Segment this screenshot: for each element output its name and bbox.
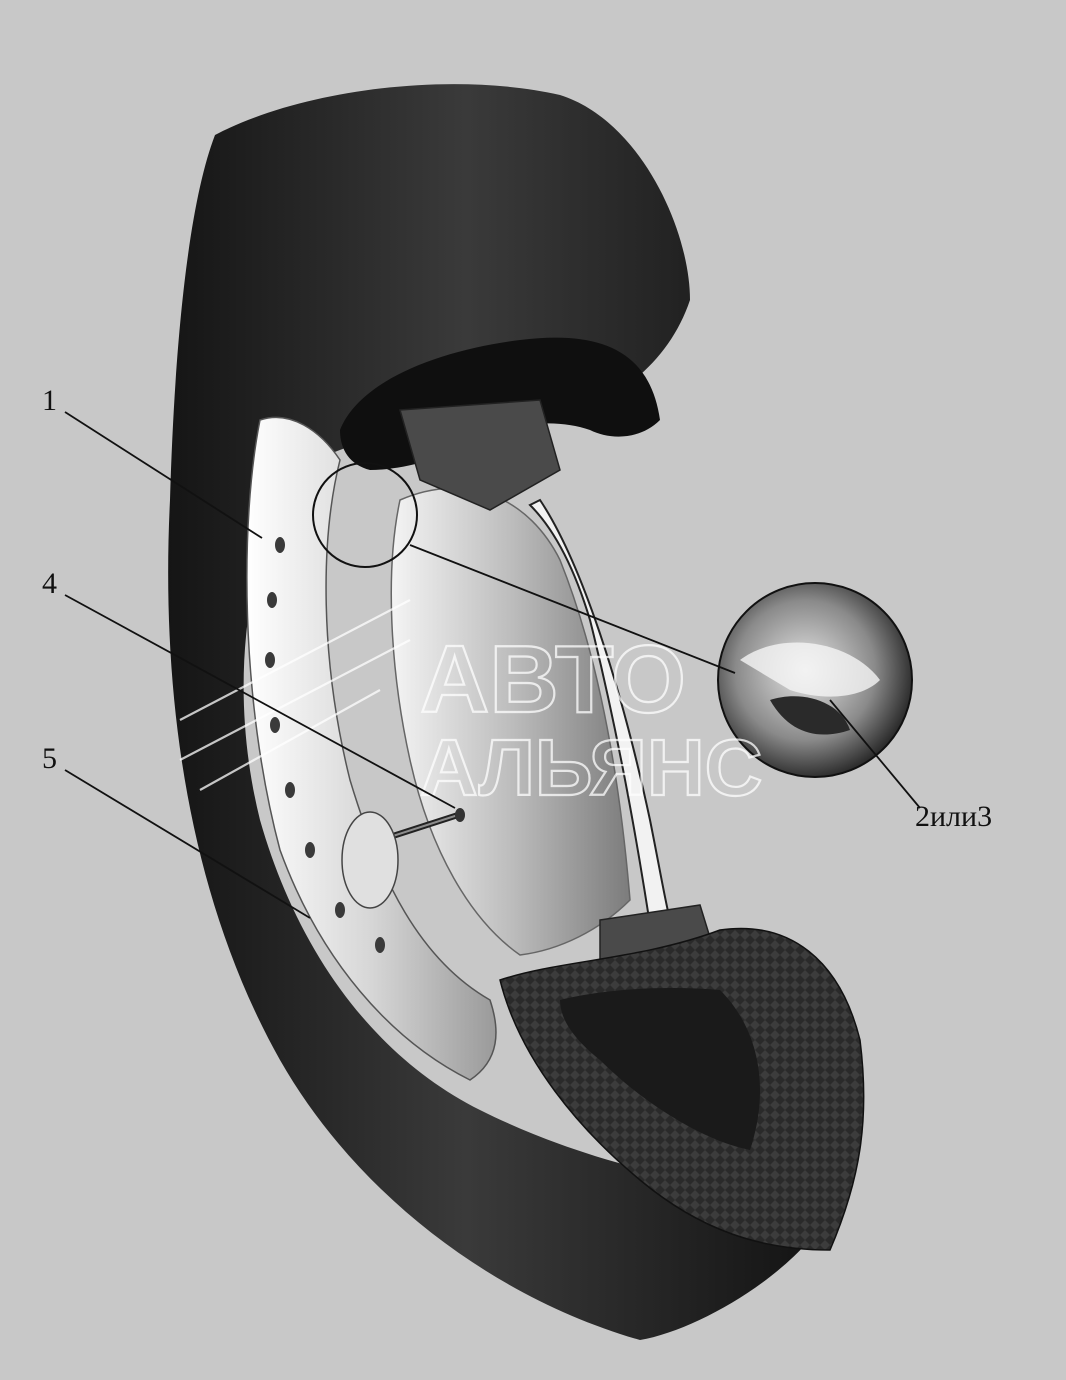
- valve-stem: [341, 808, 465, 909]
- rim-barrel: [390, 487, 631, 956]
- watermark-line2: АЛЬЯНС: [420, 723, 762, 812]
- tire-lower-inner: [560, 988, 760, 1150]
- leader-lines: [64, 411, 921, 919]
- watermark: АВТО АЛЬЯНС: [179, 599, 763, 813]
- rim-bolt-holes: [265, 537, 385, 953]
- tire-sidewall: [168, 84, 830, 1340]
- zoom-detail: [717, 582, 913, 778]
- callout-1: 1: [42, 384, 57, 417]
- callout-2-or-3: 2или3: [915, 800, 992, 833]
- upper-bead-seat: [399, 399, 561, 511]
- callout-4: 4: [42, 567, 57, 600]
- rim-disc: [246, 416, 497, 1081]
- watermark-line1: АВТО: [420, 626, 686, 733]
- detail-circle: [312, 462, 418, 568]
- callout-5: 5: [42, 742, 57, 775]
